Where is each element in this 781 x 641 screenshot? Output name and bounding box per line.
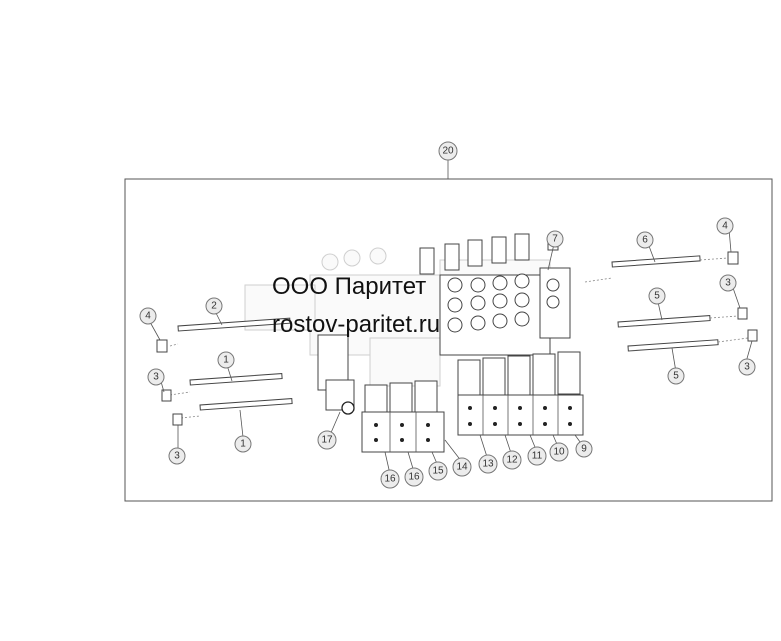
- callout-7: 7: [546, 230, 564, 248]
- callout-2: 2: [205, 297, 223, 315]
- callout-11: 11: [527, 446, 547, 466]
- svg-text:9: 9: [581, 444, 587, 455]
- callout-4-right: 4: [716, 217, 734, 235]
- valve-body: [317, 267, 571, 411]
- assembly-frame: [124, 178, 773, 502]
- solenoid-modules-right: [457, 351, 584, 436]
- svg-text:6: 6: [642, 235, 648, 246]
- callout-17: 17: [317, 430, 337, 450]
- svg-text:10: 10: [553, 447, 565, 458]
- svg-text:11: 11: [532, 451, 543, 462]
- watermark-website: rostov-paritet.ru: [272, 311, 441, 338]
- callout-15: 15: [428, 461, 448, 481]
- callout-6: 6: [636, 231, 654, 249]
- svg-text:12: 12: [506, 455, 518, 466]
- svg-text:1: 1: [240, 439, 246, 450]
- callout-13: 13: [478, 454, 498, 474]
- callout-12: 12: [502, 450, 522, 470]
- svg-text:13: 13: [482, 459, 494, 470]
- tie-rods-left: [156, 317, 293, 426]
- callout-16-right: 16: [404, 467, 424, 487]
- callout-3-left-lower: 3: [168, 447, 186, 465]
- svg-text:5: 5: [673, 371, 679, 382]
- svg-text:3: 3: [744, 362, 750, 373]
- callout-10: 10: [549, 442, 569, 462]
- svg-text:4: 4: [145, 311, 151, 322]
- svg-text:2: 2: [211, 301, 217, 312]
- svg-text:3: 3: [174, 451, 180, 462]
- svg-text:3: 3: [725, 278, 731, 289]
- svg-text:14: 14: [456, 462, 468, 473]
- callout-5-lower: 5: [667, 367, 685, 385]
- svg-text:1: 1: [223, 355, 229, 366]
- svg-text:16: 16: [408, 472, 420, 483]
- callout-16-left: 16: [380, 469, 400, 489]
- svg-text:3: 3: [153, 372, 159, 383]
- watermark-company-name: ООО Паритет: [272, 273, 427, 300]
- svg-text:4: 4: [722, 221, 728, 232]
- tie-rods-right: [584, 251, 758, 352]
- callout-1-upper: 1: [217, 351, 235, 369]
- callout-9: 9: [575, 440, 593, 458]
- solenoid-modules-left: [341, 380, 445, 453]
- callout-4-left: 4: [139, 307, 157, 325]
- solenoid-caps: [419, 233, 559, 275]
- callout-3-right-lower: 3: [738, 358, 756, 376]
- assembly-callout-20: 20: [438, 141, 458, 161]
- callout-3-right-upper: 3: [719, 274, 737, 292]
- callout-14: 14: [452, 457, 472, 477]
- svg-text:15: 15: [432, 466, 444, 477]
- assembly-callout-text: 20: [442, 146, 454, 157]
- svg-text:7: 7: [552, 234, 558, 245]
- callout-3-left-upper: 3: [147, 368, 165, 386]
- svg-text:16: 16: [384, 474, 396, 485]
- svg-text:17: 17: [321, 435, 333, 446]
- callout-5-upper: 5: [648, 287, 666, 305]
- callout-1-lower: 1: [234, 435, 252, 453]
- svg-text:5: 5: [654, 291, 660, 302]
